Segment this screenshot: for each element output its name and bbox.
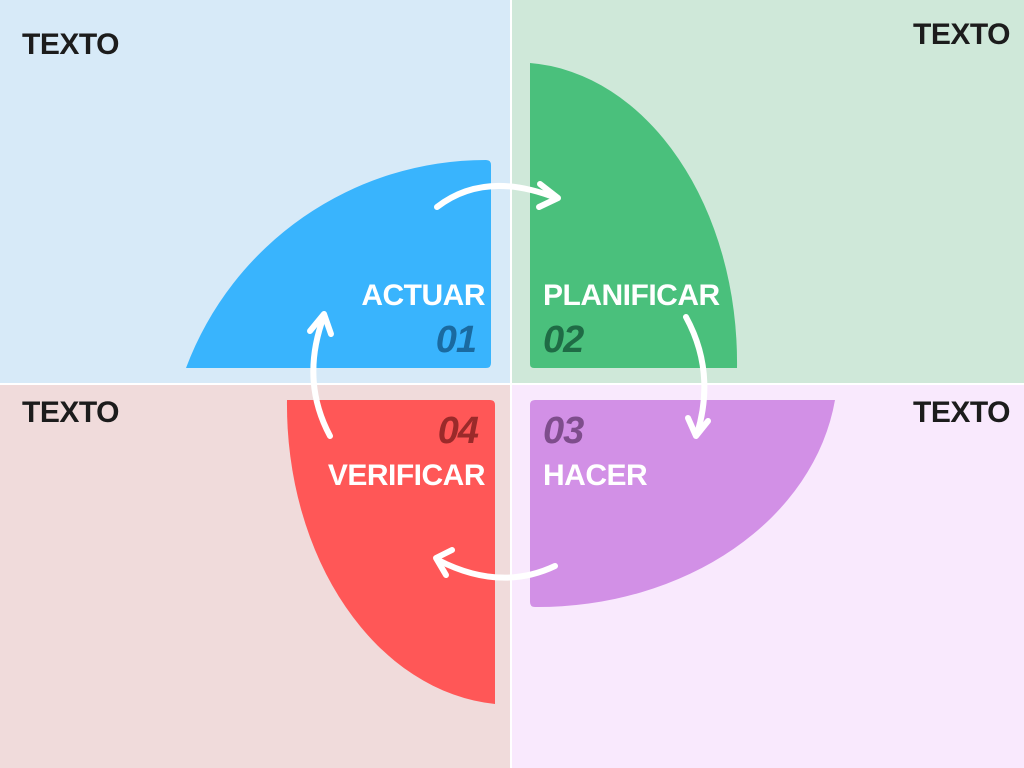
arrow-actuar-to-planificar	[434, 182, 559, 210]
step-number-verificar: 04	[438, 410, 479, 452]
step-label-actuar: ACTUAR	[361, 279, 485, 312]
step-label-hacer: HACER	[543, 459, 648, 492]
arrow-planificar-to-hacer	[683, 314, 708, 437]
quadrant-top-right-text: TEXTO	[913, 18, 1010, 51]
quadrant-top-left-text: TEXTO	[22, 28, 119, 61]
arrow-hacer-to-verificar	[435, 557, 558, 581]
step-label-planificar: PLANIFICAR	[543, 279, 720, 312]
step-number-hacer: 03	[543, 410, 584, 452]
petal-hacer	[530, 400, 835, 608]
arrow-head-4	[307, 311, 334, 337]
petal-verificar	[286, 400, 495, 704]
cycle-arrows	[307, 181, 711, 581]
arrow-head-3	[433, 547, 455, 578]
quadrant-bottom-right-text: TEXTO	[913, 396, 1010, 429]
arrow-verificar-to-actuar	[310, 313, 333, 439]
step-label-verificar: VERIFICAR	[328, 459, 486, 492]
step-number-planificar: 02	[543, 319, 584, 361]
quadrant-bottom-left-text: TEXTO	[22, 396, 119, 429]
arrow-head-1	[536, 181, 561, 210]
step-number-actuar: 01	[436, 319, 476, 361]
arrow-head-2	[685, 415, 711, 439]
petal-actuar	[186, 159, 491, 368]
petal-planificar	[530, 63, 738, 368]
